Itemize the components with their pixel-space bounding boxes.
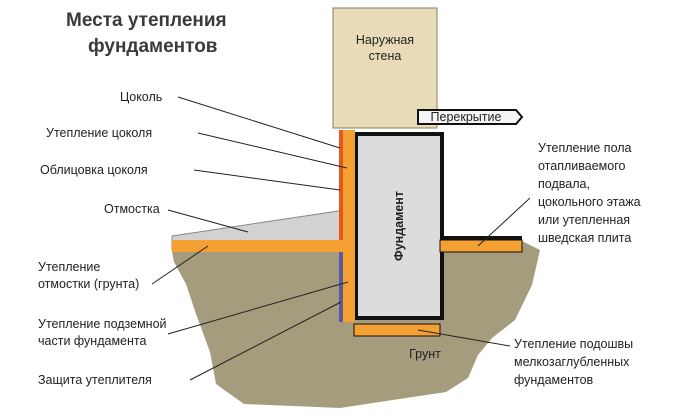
label-floor-insulation-4: цокольного этажа: [538, 195, 641, 209]
slab-label: Перекрытие: [431, 110, 502, 124]
leader-plinth-insulation: [197, 132, 348, 169]
leader-underground-insulation: [167, 281, 349, 335]
label-underground-insulation-2: части фундамента: [38, 334, 146, 348]
floor-slab: [417, 109, 524, 125]
label-blind-area: Отмостка: [104, 202, 160, 216]
label-sole-insulation-1: Утепление подошвы: [514, 337, 633, 351]
wall-label-2: стена: [369, 49, 402, 63]
label-underground-insulation-1: Утепление подземной: [38, 317, 167, 331]
leader-plinth-cladding: [193, 169, 341, 191]
foundation-label: Фундамент: [392, 191, 406, 261]
label-floor-insulation-5: или утепленная: [538, 213, 630, 227]
label-floor-insulation-2: отапливаемого: [538, 159, 625, 173]
leader-plinth: [177, 96, 341, 149]
leader-insulation-protection: [189, 301, 342, 381]
insulation-protection: [339, 252, 343, 322]
floor-insulation-top: [440, 236, 522, 240]
label-floor-insulation-3: подвала,: [538, 177, 590, 191]
label-plinth-insulation: Утепление цоколя: [46, 126, 152, 140]
leader-blind-insulation: [151, 245, 209, 285]
label-plinth-cladding: Облицовка цоколя: [40, 163, 148, 177]
label-insulation-protection: Защита утеплителя: [38, 373, 152, 387]
leader-blind-area: [167, 209, 249, 233]
label-floor-insulation-6: шведская плита: [538, 231, 631, 245]
label-plinth: Цоколь: [120, 90, 162, 104]
sole-insulation: [353, 323, 441, 337]
label-sole-insulation-2: мелкозаглубленных: [514, 355, 630, 369]
outer-wall: [332, 7, 438, 129]
plinth-cladding: [339, 130, 343, 240]
floor-insulation: [439, 239, 523, 253]
label-sole-insulation-3: фундаментов: [514, 373, 594, 387]
title-line-2: фундаментов: [88, 36, 217, 57]
wall-label-1: Наружная: [356, 33, 414, 47]
soil-label: Грунт: [409, 347, 441, 361]
plinth-insulation: [343, 130, 355, 322]
label-blind-insulation-1: Утепление: [38, 260, 100, 274]
label-blind-insulation-2: отмостки (грунта): [38, 277, 139, 291]
foundation-block: [354, 132, 444, 320]
leader-sole-insulation: [417, 329, 511, 347]
title-line-1: Места утепления: [66, 10, 227, 31]
leader-floor-insulation: [477, 197, 531, 247]
label-floor-insulation-1: Утепление пола: [538, 141, 632, 155]
leader-lines: [151, 96, 531, 381]
blind-area-insulation: [172, 240, 346, 252]
